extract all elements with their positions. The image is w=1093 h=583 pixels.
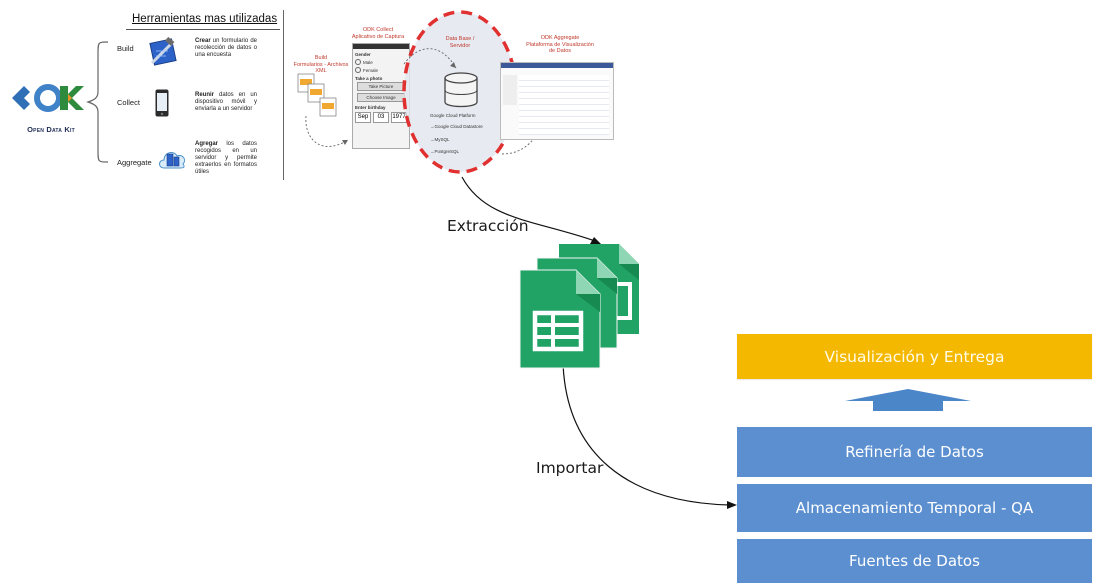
server-platform: Google Cloud Platform xyxy=(430,113,476,118)
tool-desc-build-verb: Crear xyxy=(195,38,211,44)
logo-caption: Open Data Kit xyxy=(27,125,75,134)
build-to-collect-dashed-arrow xyxy=(305,115,349,147)
layer-fuentes: Fuentes de Datos xyxy=(737,539,1092,583)
server-mysql: →MySQL xyxy=(430,137,450,142)
aggregate-platform-title: ODK Aggregate Plataforma de Visualizació… xyxy=(526,35,594,54)
layer-almacenamiento: Almacenamiento Temporal - QA xyxy=(737,484,1092,532)
logo-k-orange xyxy=(68,94,72,102)
xml-file-2 xyxy=(307,83,325,103)
aggregate-nav-bar xyxy=(501,63,613,68)
tool-name-collect: Collect xyxy=(117,98,140,107)
phone-birthday-label: Enter birthday xyxy=(355,105,386,110)
phone-male-label: Male xyxy=(363,59,373,65)
build-tools-icon xyxy=(149,37,177,66)
tool-desc-aggregate-rest: los datos recogidos en un servidor y per… xyxy=(195,141,257,175)
phone-gender-label: Gender xyxy=(355,52,371,57)
sheet-grid xyxy=(532,310,584,352)
odk-logo xyxy=(12,84,84,112)
build-forms-title: Build Formularios - Archivos XML xyxy=(293,55,349,74)
server-datastore: →Google Cloud Datastore xyxy=(430,124,483,129)
date-picker-day: 03 xyxy=(373,112,389,123)
tools-bracket xyxy=(86,41,109,163)
aggregate-side-panel xyxy=(503,75,517,105)
radio-icon xyxy=(355,67,361,73)
tools-title: Herramientas mas utilizadas xyxy=(132,13,278,25)
phone-status-bar xyxy=(353,44,409,49)
smartphone-icon xyxy=(155,89,169,117)
tools-title-rule xyxy=(126,29,280,30)
tool-desc-collect-rest: datos en un dispositivo móvil y enviarla… xyxy=(195,92,257,112)
import-arrow xyxy=(562,363,737,509)
tools-divider xyxy=(283,10,284,180)
server-postgres: →PostgreSQL xyxy=(430,149,460,154)
spreadsheet-icons xyxy=(519,244,639,369)
phone-female-option: Female xyxy=(355,67,407,73)
database-icon xyxy=(444,72,478,108)
layer-visualizacion: Visualización y Entrega xyxy=(737,334,1092,379)
up-arrow xyxy=(845,389,971,411)
spreadsheet-front-icon xyxy=(519,269,601,369)
date-picker: Sep 03 1977 xyxy=(355,112,407,123)
phone-photo-label: Take a photo xyxy=(355,76,383,81)
date-picker-month: Sep xyxy=(355,112,371,123)
collect-to-server-dashed-arrow xyxy=(403,48,457,69)
tool-desc-build-rest: un formulario de recolección de datos o … xyxy=(195,38,257,58)
server-title: Data Base / Servidor xyxy=(445,36,475,49)
layer-refineria: Refinería de Datos xyxy=(737,427,1092,477)
collect-app-title: ODK Collect Aplicativo de Captura xyxy=(351,27,405,40)
tool-desc-collect-verb: Reunir xyxy=(195,92,215,98)
tool-desc-build: Crear un formulario de recolección de da… xyxy=(195,38,257,59)
aggregate-table xyxy=(519,75,609,135)
import-label: Importar xyxy=(536,459,604,477)
radio-icon xyxy=(355,59,361,65)
cloud-server-icon xyxy=(159,152,186,169)
aggregate-screenshot xyxy=(500,62,614,140)
phone-female-label: Female xyxy=(363,67,379,73)
phone-screen: Gender Male Female Take a photo Take Pic… xyxy=(352,43,410,149)
tool-desc-aggregate-verb: Agregar xyxy=(195,141,219,147)
tool-desc-aggregate: Agregar los datos recogidos en un servid… xyxy=(195,141,257,176)
extraction-label: Extracción xyxy=(447,217,529,235)
tool-name-build: Build xyxy=(117,44,134,53)
logo-diamond-blue xyxy=(12,86,30,110)
tool-name-aggregate: Aggregate xyxy=(117,158,152,167)
extraction-arrow xyxy=(461,176,601,244)
logo-o-ring xyxy=(34,84,62,112)
tool-desc-collect: Reunir datos en un dispositivo móvil y e… xyxy=(195,92,257,113)
phone-male-option: Male xyxy=(355,59,407,65)
xml-file-3 xyxy=(319,97,337,117)
xml-files-icon xyxy=(297,73,337,117)
